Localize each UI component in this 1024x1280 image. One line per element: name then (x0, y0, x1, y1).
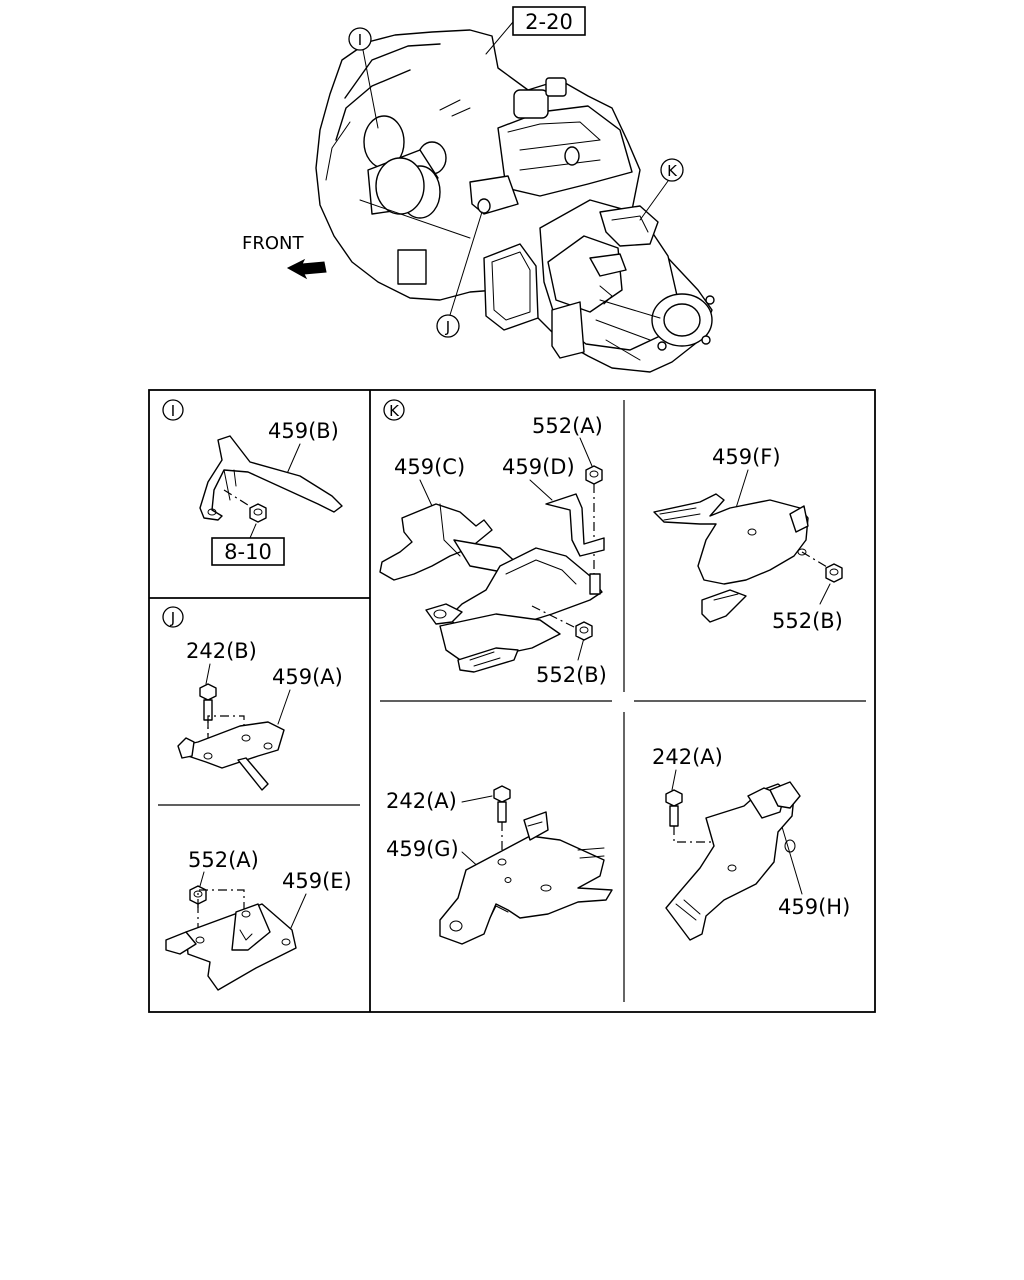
label-459f: 459(F) (712, 445, 781, 469)
panel-k-marker (383, 399, 405, 421)
callout-i-circle (348, 27, 372, 51)
panel-frame (148, 389, 876, 1013)
bolt-242a-h-icon (665, 789, 683, 807)
front-arrow-icon (286, 258, 327, 280)
front-label: FRONT (242, 233, 304, 254)
ref-box-2-20 (512, 6, 586, 36)
transmission-illustration (315, 29, 715, 373)
label-459h: 459(H) (778, 895, 850, 919)
label-242a-h: 242(A) (652, 745, 723, 769)
bolt-242a-g-icon (493, 785, 511, 803)
nut-552b-f-icon (825, 563, 843, 583)
label-552b-k: 552(B) (536, 663, 607, 687)
panel-k-459f: 459(F) 552(B) (653, 445, 843, 633)
panel-j-marker (162, 606, 184, 628)
label-459b: 459(B) (268, 419, 339, 443)
panel-j: J 242(B) 459(A) (162, 606, 343, 791)
callout-k-circle (660, 158, 684, 182)
panel-k: K 552(A) 459(C) 459(D) 552(B) (379, 399, 607, 687)
panel-k-459h: 242(A) 459(H) (652, 745, 850, 941)
panel-i-marker (162, 399, 184, 421)
panel-k-459g: 242(A) 459(G) (386, 785, 613, 945)
bracket-459a (179, 721, 285, 769)
panel-j-lower: 552(A) 459(E) (165, 848, 352, 991)
nut-552a-k-icon (585, 465, 603, 485)
callout-j-label: J (445, 318, 450, 336)
nut-552b-k-icon (575, 621, 593, 641)
nut-icon (249, 503, 267, 523)
label-552b-f: 552(B) (772, 609, 843, 633)
plate-k-lower (439, 613, 561, 665)
callout-j-circle (436, 314, 460, 338)
label-459g: 459(G) (386, 837, 459, 861)
ref-box-8-10-label: 8-10 (224, 540, 272, 564)
bracket-459d (545, 493, 605, 557)
panel-k-marker-label: K (389, 402, 400, 420)
panel-i-marker-label: I (171, 402, 175, 420)
bracket-459h (665, 783, 795, 941)
label-242a-g: 242(A) (386, 789, 457, 813)
bracket-459f (653, 493, 809, 585)
bolt-242b-icon (199, 683, 217, 701)
panel-j-marker-label: J (170, 609, 175, 627)
label-459d: 459(D) (502, 455, 575, 479)
label-242b: 242(B) (186, 639, 257, 663)
bracket-459c (379, 503, 493, 581)
panel-i: I 459(B) 8-10 (162, 399, 343, 566)
label-459a: 459(A) (272, 665, 343, 689)
label-459e: 459(E) (282, 869, 352, 893)
callout-i-label: I (358, 31, 362, 49)
label-552a-j: 552(A) (188, 848, 259, 872)
ref-box-8-10 (211, 537, 285, 566)
bracket-459g (439, 835, 613, 945)
top-callouts: 2-20 I J K FRONT (242, 6, 684, 338)
label-552a-k: 552(A) (532, 414, 603, 438)
ref-box-label: 2-20 (525, 10, 573, 34)
bracket-459b (199, 435, 343, 521)
callout-k-label: K (667, 162, 678, 180)
label-459c: 459(C) (394, 455, 465, 479)
